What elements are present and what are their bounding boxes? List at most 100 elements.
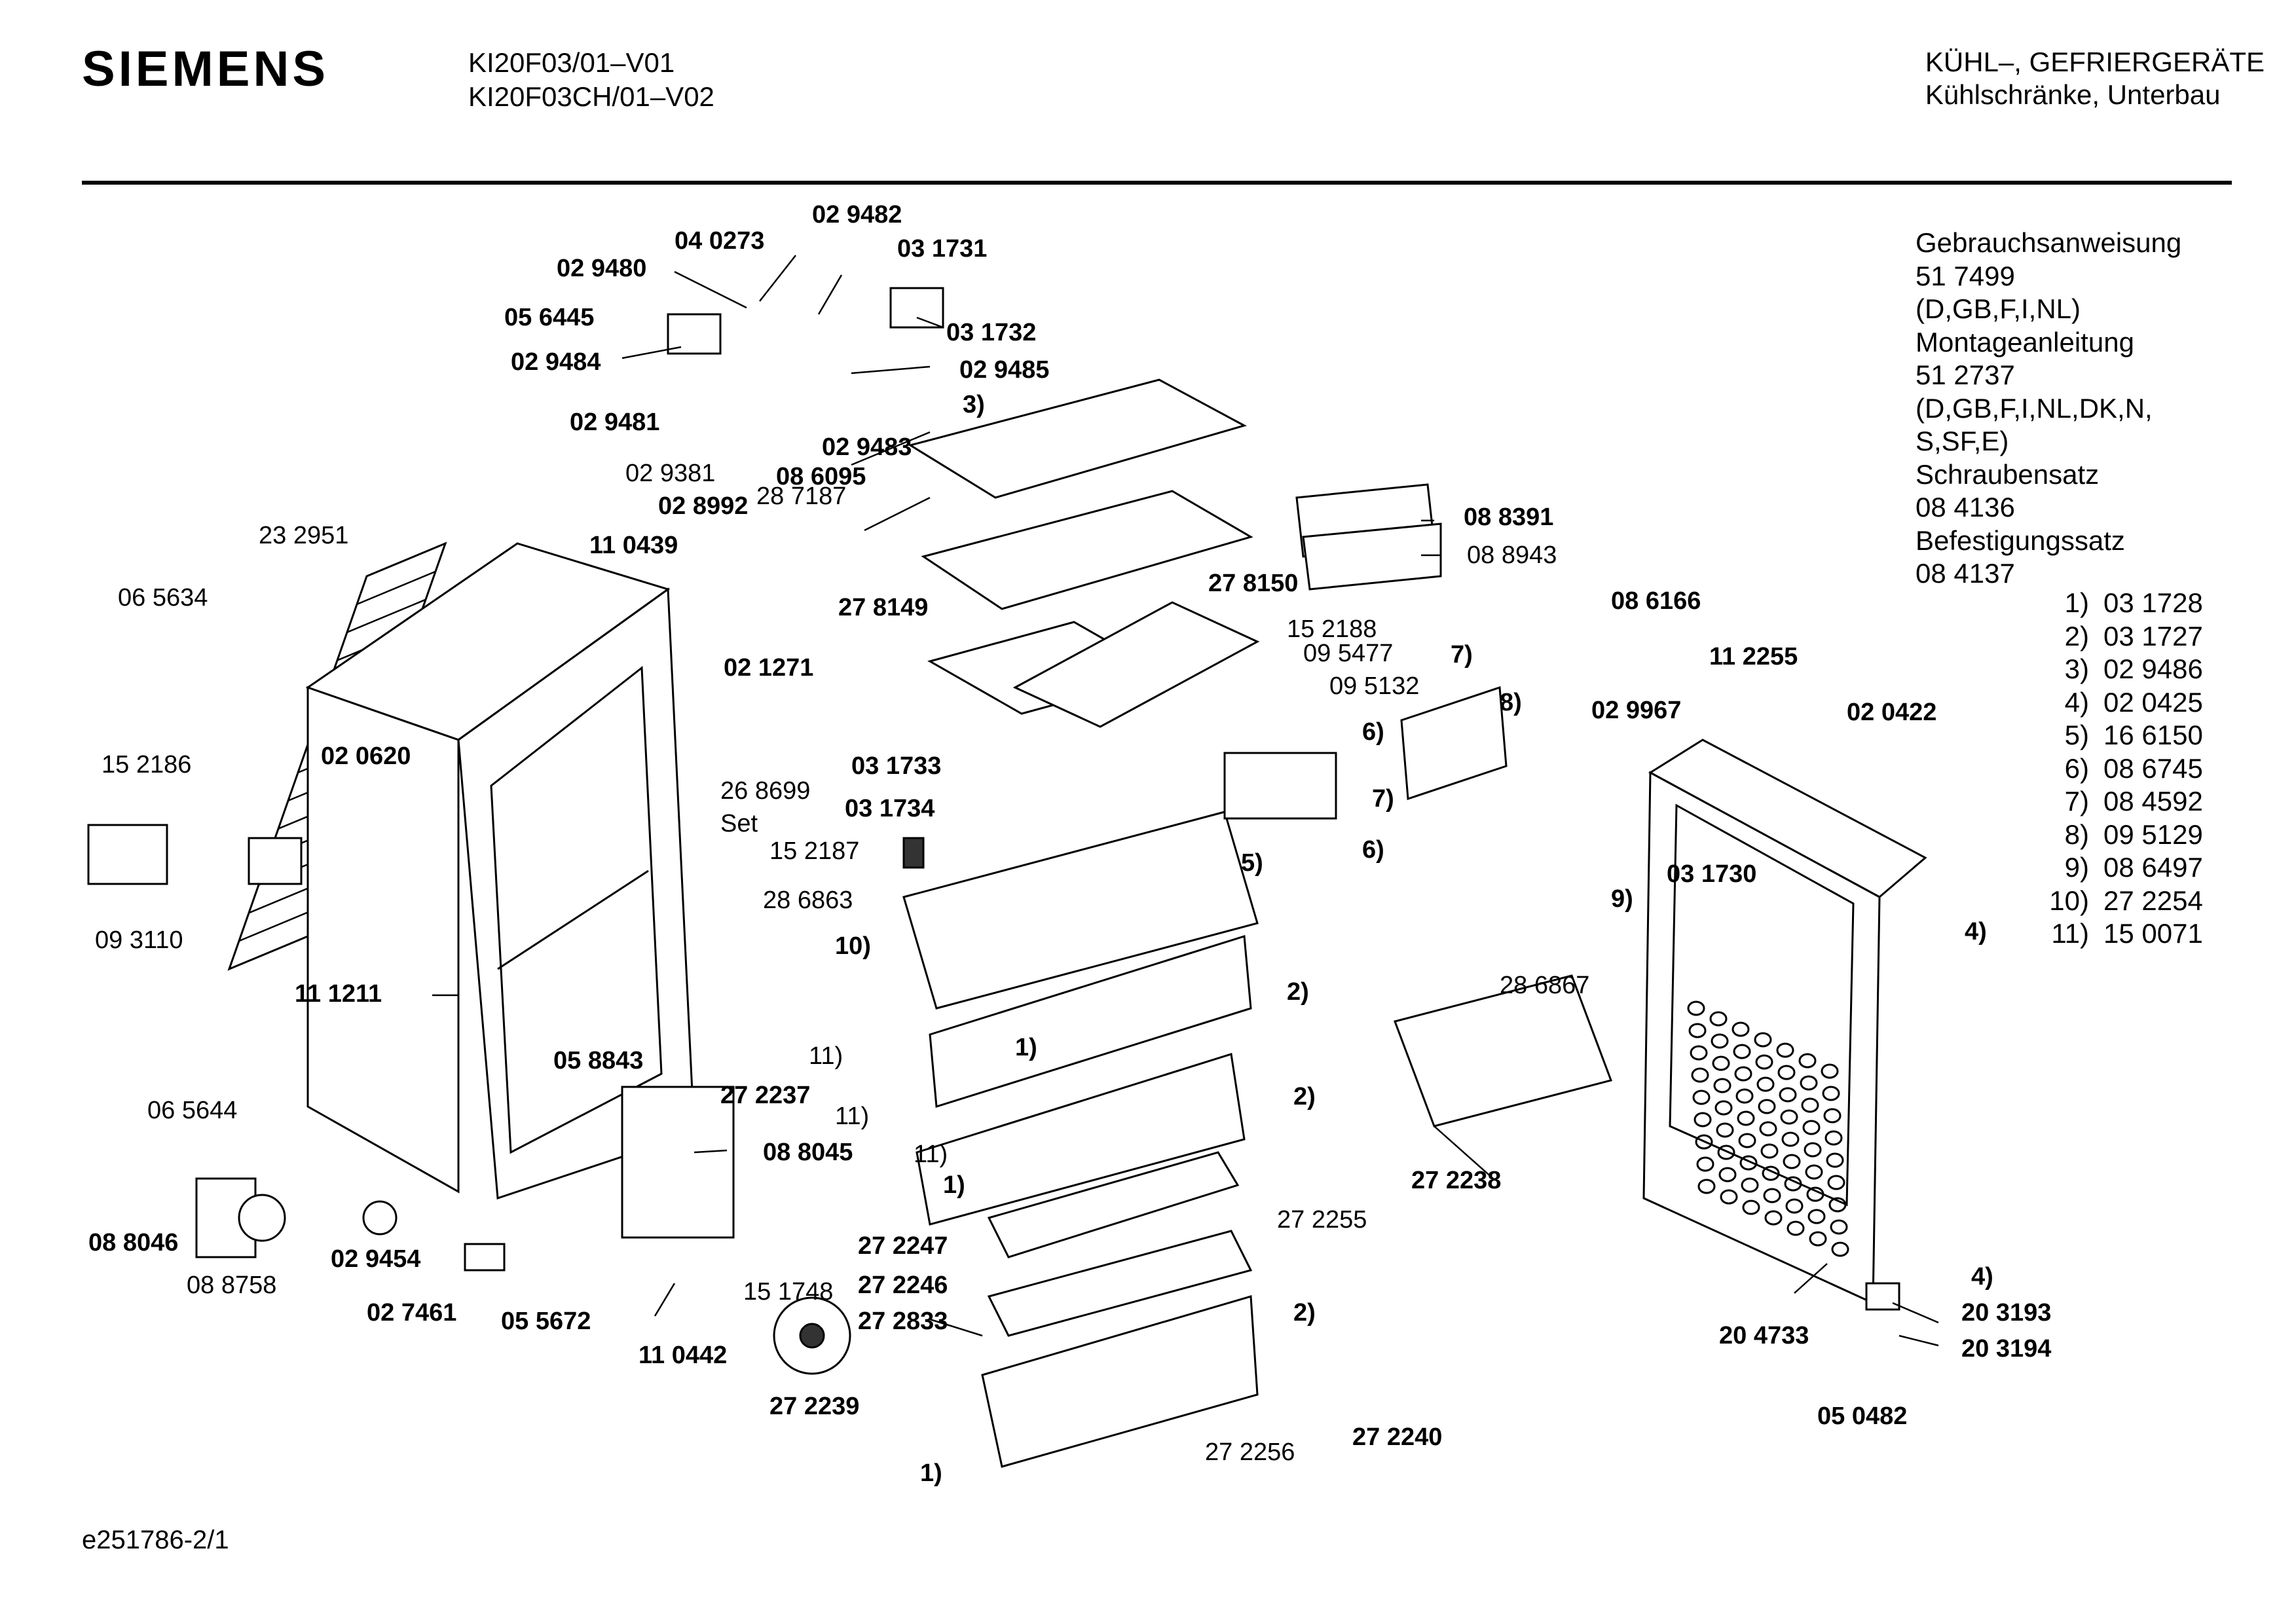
label-050482: 05 0482 xyxy=(1817,1402,1907,1430)
label-029485: 02 9485 xyxy=(959,356,1049,384)
footnote-row: 8) 09 5129 xyxy=(2024,818,2203,852)
label-286863: 28 6863 xyxy=(763,887,853,914)
category-title: KÜHL–, GEFRIERGERÄTE Kühlschränke, Unter… xyxy=(1925,46,2265,111)
label-065644: 06 5644 xyxy=(147,1097,237,1124)
label-272246: 27 2246 xyxy=(858,1272,948,1299)
label-095477: 09 5477 xyxy=(1303,640,1393,667)
footnote-key: 9) xyxy=(2064,852,2089,883)
footnote-value: 02 0425 xyxy=(2103,686,2203,718)
side-line: Montageanleitung xyxy=(1916,326,2134,357)
label-088391: 08 8391 xyxy=(1464,504,1553,531)
model-line-2: KI20F03CH/01–V02 xyxy=(468,81,714,112)
footnote-value: 03 1728 xyxy=(2103,587,2203,618)
glass-shelves xyxy=(908,378,1260,728)
footnote-key: 2) xyxy=(2064,620,2089,651)
label-203194: 20 3194 xyxy=(1961,1335,2051,1363)
footnote-key: 8) xyxy=(2064,818,2089,850)
category-line-2: Kühlschränke, Unterbau xyxy=(1925,79,2221,110)
label-112255: 11 2255 xyxy=(1709,643,1798,670)
label-note-6b: 6) xyxy=(1362,836,1384,864)
footnote-value: 08 4592 xyxy=(2103,786,2203,816)
label-272833: 27 2833 xyxy=(858,1308,948,1335)
side-line: (D,GB,F,I,NL,DK,N, xyxy=(1916,392,2153,424)
footnote-row: 7) 08 4592 xyxy=(2024,785,2203,818)
label-272256: 27 2256 xyxy=(1205,1438,1295,1466)
label-note-7b: 7) xyxy=(1372,785,1394,813)
label-088046: 08 8046 xyxy=(88,1229,178,1256)
footnote-key: 11) xyxy=(2051,918,2089,949)
footnote-row: 4) 02 0425 xyxy=(2024,686,2203,720)
label-note-11b: 11) xyxy=(835,1103,869,1130)
label-029454: 02 9454 xyxy=(331,1245,420,1273)
label-272237: 27 2237 xyxy=(720,1082,810,1109)
label-note-11a: 11) xyxy=(809,1042,843,1070)
label-029483: 02 9483 xyxy=(822,433,912,461)
label-278149: 27 8149 xyxy=(838,594,928,621)
label-027461: 02 7461 xyxy=(367,1299,456,1327)
footnote-value: 09 5129 xyxy=(2103,818,2203,850)
side-line: Befestigungssatz xyxy=(1916,524,2125,556)
footnote-row: 9)08 6497 xyxy=(2024,851,2203,885)
label-040273: 04 0273 xyxy=(675,227,764,255)
label-031734: 03 1734 xyxy=(845,795,935,822)
footnote-value: 03 1727 xyxy=(2103,620,2203,651)
footnote-value: 27 2254 xyxy=(2103,885,2203,916)
label-151748: 15 1748 xyxy=(743,1278,833,1306)
label-020422: 02 0422 xyxy=(1847,699,1936,726)
label-268699: 26 8699 xyxy=(720,777,810,805)
label-note-2a: 2) xyxy=(1287,978,1309,1006)
label-152186: 15 2186 xyxy=(102,751,191,779)
footnote-key: 7) xyxy=(2064,786,2089,816)
label-111211: 11 1211 xyxy=(295,980,382,1008)
label-note-2c: 2) xyxy=(1293,1299,1316,1327)
label-note-1c: 1) xyxy=(920,1459,942,1487)
label-203193: 20 3193 xyxy=(1961,1299,2051,1327)
footnote-row: 6)08 6745 xyxy=(2024,752,2203,786)
small-parts xyxy=(87,287,1900,1375)
footnote-row: 1)03 1728 xyxy=(2024,587,2203,620)
label-note-1b: 1) xyxy=(943,1171,965,1199)
label-272247: 27 2247 xyxy=(858,1232,948,1260)
label-031732: 03 1732 xyxy=(946,319,1036,346)
footnote-key: 5) xyxy=(2064,720,2089,750)
label-029967: 02 9967 xyxy=(1591,697,1681,724)
crisper-drawers xyxy=(902,811,1259,1468)
label-031733: 03 1733 xyxy=(851,752,941,780)
footnote-list: 1)03 1728 2)03 1727 3)02 9486 4)02 0425 … xyxy=(2024,587,2203,951)
footnote-value: 16 6150 xyxy=(2103,720,2203,750)
label-093110: 09 3110 xyxy=(95,926,183,954)
header-rule xyxy=(82,181,2232,185)
footnote-key: 4) xyxy=(2064,686,2089,718)
side-line: Gebrauchsanweisung xyxy=(1916,227,2182,258)
label-278150: 27 8150 xyxy=(1208,570,1298,597)
label-note-5: 5) xyxy=(1241,849,1263,877)
label-031731: 03 1731 xyxy=(897,235,987,263)
label-232951: 23 2951 xyxy=(259,522,348,549)
label-020620: 02 0620 xyxy=(321,742,411,770)
label-note-9: 9) xyxy=(1611,885,1633,913)
footnote-key: 10) xyxy=(2049,885,2089,916)
label-272238: 27 2238 xyxy=(1411,1167,1501,1194)
label-095132: 09 5132 xyxy=(1329,672,1419,700)
label-088045: 08 8045 xyxy=(763,1139,853,1166)
side-line: 51 7499 xyxy=(1916,260,2015,291)
label-110442: 11 0442 xyxy=(639,1342,727,1369)
grilles xyxy=(987,1151,1253,1337)
label-029381: 02 9381 xyxy=(625,460,715,487)
side-line: (D,GB,F,I,NL) xyxy=(1916,293,2081,324)
label-021271: 02 1271 xyxy=(724,654,813,682)
label-204733: 20 4733 xyxy=(1719,1322,1809,1349)
label-287187: 28 7187 xyxy=(756,483,846,510)
label-272239: 27 2239 xyxy=(769,1393,859,1420)
door-panel xyxy=(1642,739,1927,1305)
label-286867: 28 6867 xyxy=(1500,972,1589,999)
label-152188: 15 2188 xyxy=(1287,615,1377,643)
label-note-6a: 6) xyxy=(1362,718,1384,746)
footnote-value: 15 0071 xyxy=(2103,918,2203,949)
category-line-1: KÜHL–, GEFRIERGERÄTE xyxy=(1925,46,2265,77)
label-272255: 27 2255 xyxy=(1277,1206,1367,1234)
label-029480: 02 9480 xyxy=(557,255,646,282)
footnote-row: 10) 27 2254 xyxy=(2024,885,2203,918)
part-labels: 02 9482 04 0273 03 1731 02 9480 05 6445 … xyxy=(88,201,2051,1487)
